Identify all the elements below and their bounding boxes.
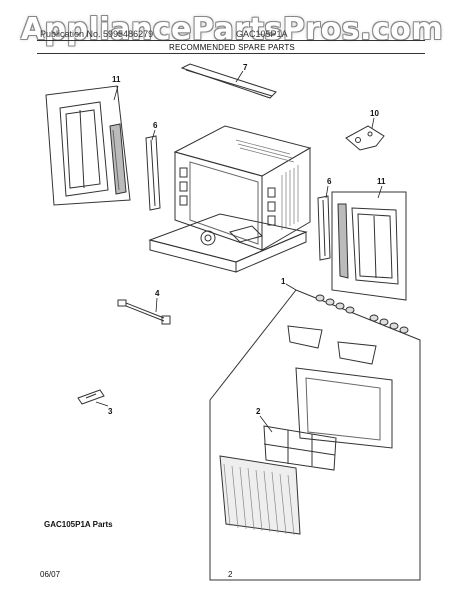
header-rule-bottom <box>37 53 425 54</box>
part-6-gasket-right <box>317 195 331 261</box>
base-pan <box>148 213 308 273</box>
header-rule-top <box>37 40 425 41</box>
part-11-side-curtain-left <box>45 85 131 206</box>
watermark: AppliancePartsPros.com <box>20 12 444 47</box>
callout-11-left: 11 <box>112 75 121 84</box>
part-1-front-assembly <box>209 289 421 581</box>
part-3-remote-control <box>77 389 105 405</box>
part-11-side-curtain-right <box>331 191 407 301</box>
part-7-top-rail <box>180 63 277 99</box>
callout-7: 7 <box>243 63 248 72</box>
callout-2: 2 <box>256 407 261 416</box>
page-number: 2 <box>228 570 233 579</box>
callout-labels: 11 6 7 10 6 11 4 1 2 3 <box>108 63 386 416</box>
part-4-power-cord <box>117 299 171 325</box>
diagram-caption: GAC105P1A Parts <box>44 520 113 529</box>
callout-11-right: 11 <box>377 177 386 186</box>
part-2-air-filter <box>263 425 337 471</box>
model-number: GAC105P1A <box>236 29 288 39</box>
part-6-gasket-left <box>145 135 161 211</box>
footer-date: 06/07 <box>40 570 61 579</box>
part-10-bracket <box>345 125 385 151</box>
callout-1: 1 <box>281 277 286 286</box>
callout-6-right: 6 <box>327 177 332 186</box>
callout-3: 3 <box>108 407 113 416</box>
publication-number: Publication No. 5995486279 <box>40 29 154 39</box>
cabinet-housing <box>173 125 312 251</box>
callout-4: 4 <box>155 289 160 298</box>
callout-6-left: 6 <box>153 121 158 130</box>
page-subtitle: RECOMMENDED SPARE PARTS <box>169 43 295 52</box>
callout-10: 10 <box>370 109 379 118</box>
